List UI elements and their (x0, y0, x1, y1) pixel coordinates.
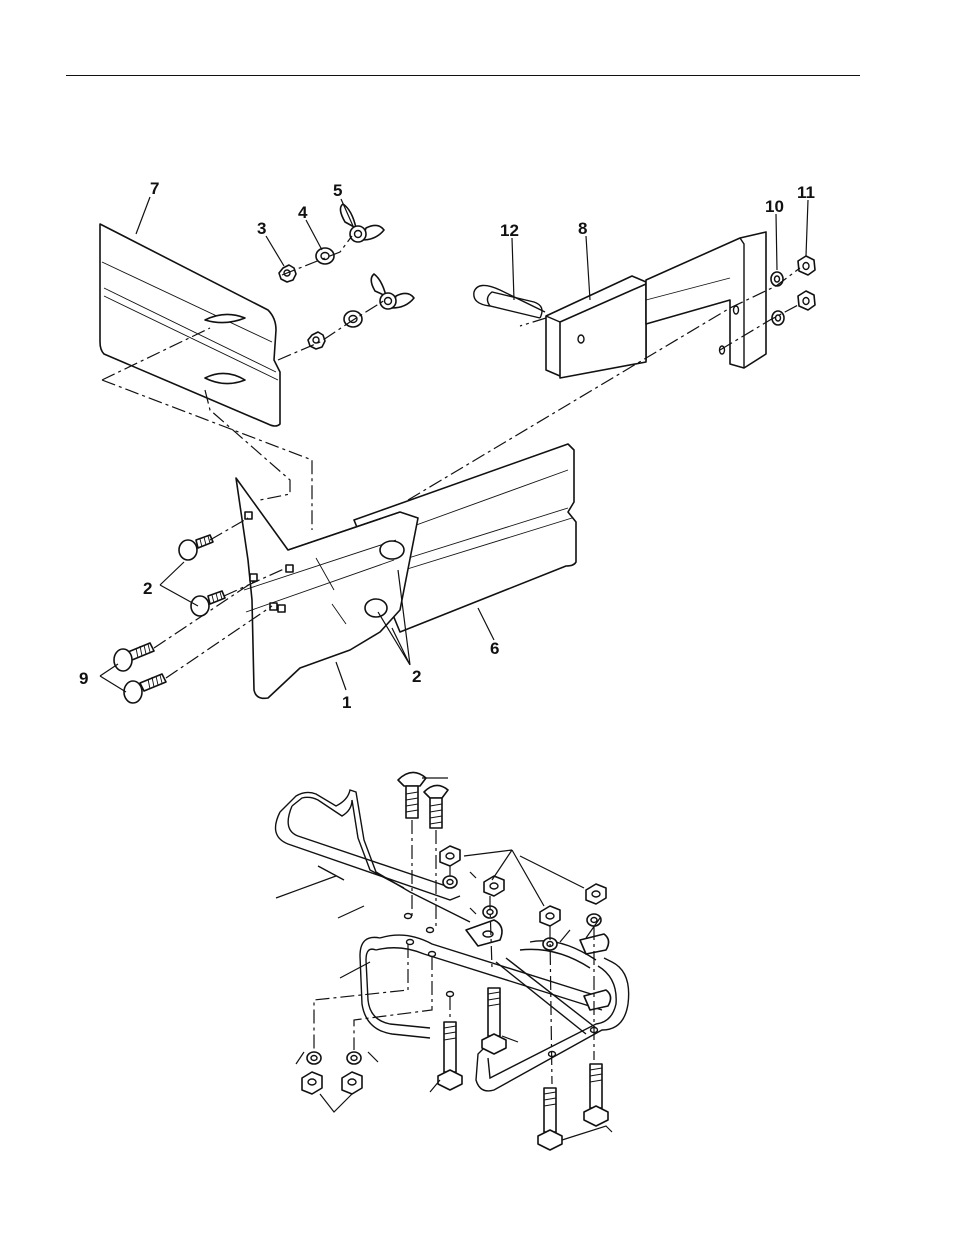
callout-2-left: 2 (143, 579, 152, 598)
lower-nuts-washers-bottom (302, 1052, 362, 1094)
part-3-star-washers (279, 265, 325, 349)
callout-2-right: 2 (412, 667, 421, 686)
callout-1: 1 (342, 693, 351, 712)
callout-11: 11 (797, 183, 815, 202)
part-5-wing-nuts (340, 204, 414, 309)
lower-hex-bolts (438, 988, 608, 1150)
part-12-hair-pin (474, 285, 545, 318)
part-10-split-washers (771, 272, 784, 325)
callout-7: 7 (150, 179, 159, 198)
callout-9: 9 (79, 669, 88, 688)
callout-5: 5 (333, 181, 342, 200)
part-2-carriage-bolts (179, 535, 225, 616)
callout-10: 10 (765, 197, 784, 216)
callout-4: 4 (298, 203, 308, 222)
callout-6: 6 (490, 639, 499, 658)
callout-3: 3 (257, 219, 266, 238)
lower-carriage-bolts (398, 772, 448, 828)
lower-nuts-washers-top (440, 846, 606, 950)
part-9-carriage-bolts (114, 643, 166, 703)
part-8-blocks (546, 276, 646, 378)
part-4-flat-washers (316, 248, 362, 327)
part-11-hex-nuts (798, 256, 815, 310)
part-7-slotted-plate (100, 224, 280, 426)
callout-12: 12 (500, 221, 519, 240)
callout-8: 8 (578, 219, 587, 238)
